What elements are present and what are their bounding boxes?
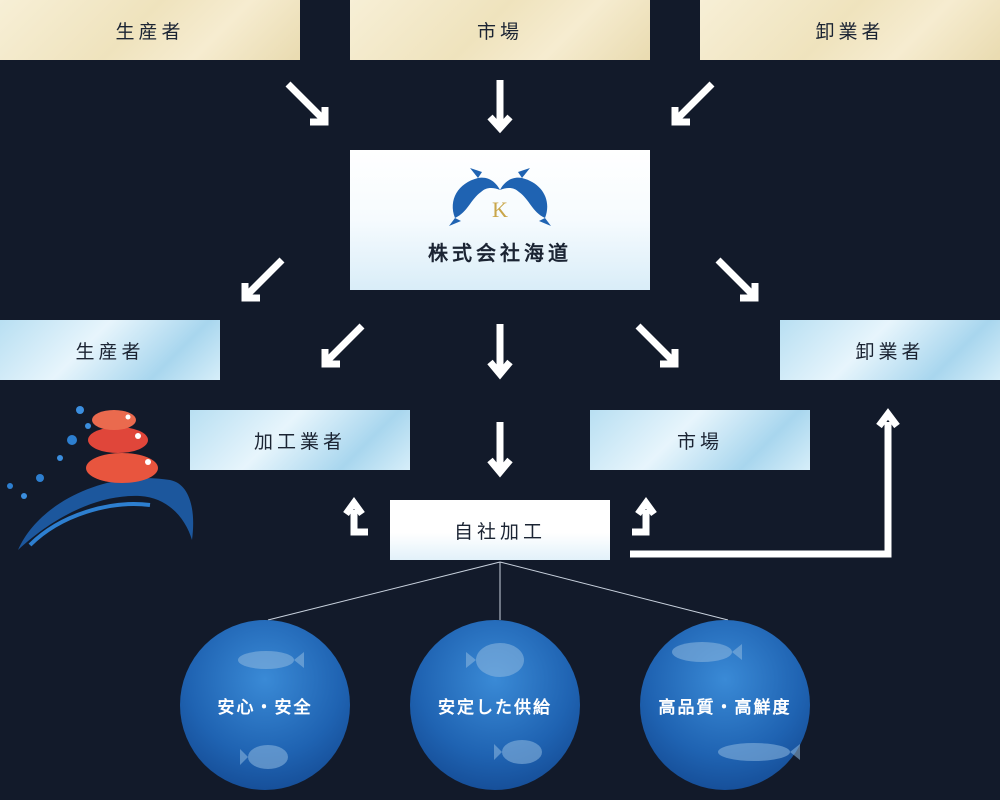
arrow-top-producer-down-right — [285, 81, 329, 126]
arrow-company-to-producer — [241, 257, 285, 302]
arrow-company-down-2 — [487, 422, 513, 478]
arrow-top-wholesaler-down-left — [671, 81, 715, 126]
arrow-company-to-market — [635, 323, 679, 368]
wave-splash-icon — [7, 406, 194, 550]
arrow-in-house-to-market — [632, 497, 657, 536]
arrow-in-house-to-wholesaler — [630, 408, 900, 558]
company-name-label: 株式会社海道 — [428, 240, 572, 265]
top-wholesaler-label: 卸業者 — [815, 20, 885, 43]
processor-label: 加工業者 — [253, 430, 346, 453]
lower-market-box: 市場 — [590, 410, 810, 470]
middle-producer-box: 生産者 — [0, 320, 220, 380]
middle-wholesaler-label: 卸業者 — [855, 340, 925, 363]
top-market-box: 市場 — [350, 0, 650, 60]
arrow-company-to-processor — [321, 323, 365, 368]
benefit-label-supply: 安定した供給 — [438, 697, 552, 718]
in-house-box: 自社加工 — [390, 500, 610, 560]
benefit-label-safety: 安心・安全 — [217, 697, 313, 718]
arrow-company-to-wholesaler — [715, 257, 759, 302]
top-market-label: 市場 — [476, 20, 523, 43]
processor-box: 加工業者 — [190, 410, 410, 470]
top-producer-box: 生産者 — [0, 0, 300, 60]
benefit-circle-safety: 安心・安全 — [180, 620, 350, 790]
arrow-company-down-1 — [487, 324, 513, 380]
top-producer-label: 生産者 — [115, 20, 185, 43]
company-box — [350, 150, 650, 290]
company-name: 株式会社海道 — [0, 234, 1000, 268]
top-wholesaler-box: 卸業者 — [700, 0, 1000, 60]
arrow-top-market-down — [487, 80, 513, 134]
middle-wholesaler-box: 卸業者 — [780, 320, 1000, 380]
benefit-connectors — [267, 561, 729, 621]
benefit-circle-quality: 高品質・高鮮度 — [640, 620, 810, 790]
in-house-label: 自社加工 — [453, 520, 546, 543]
benefit-circle-supply: 安定した供給 — [410, 620, 580, 790]
benefit-label-quality: 高品質・高鮮度 — [658, 697, 792, 718]
arrow-in-house-to-processor — [343, 497, 368, 536]
middle-producer-label: 生産者 — [75, 340, 145, 363]
red-fish-icon — [86, 410, 158, 483]
lower-market-label: 市場 — [676, 430, 723, 453]
